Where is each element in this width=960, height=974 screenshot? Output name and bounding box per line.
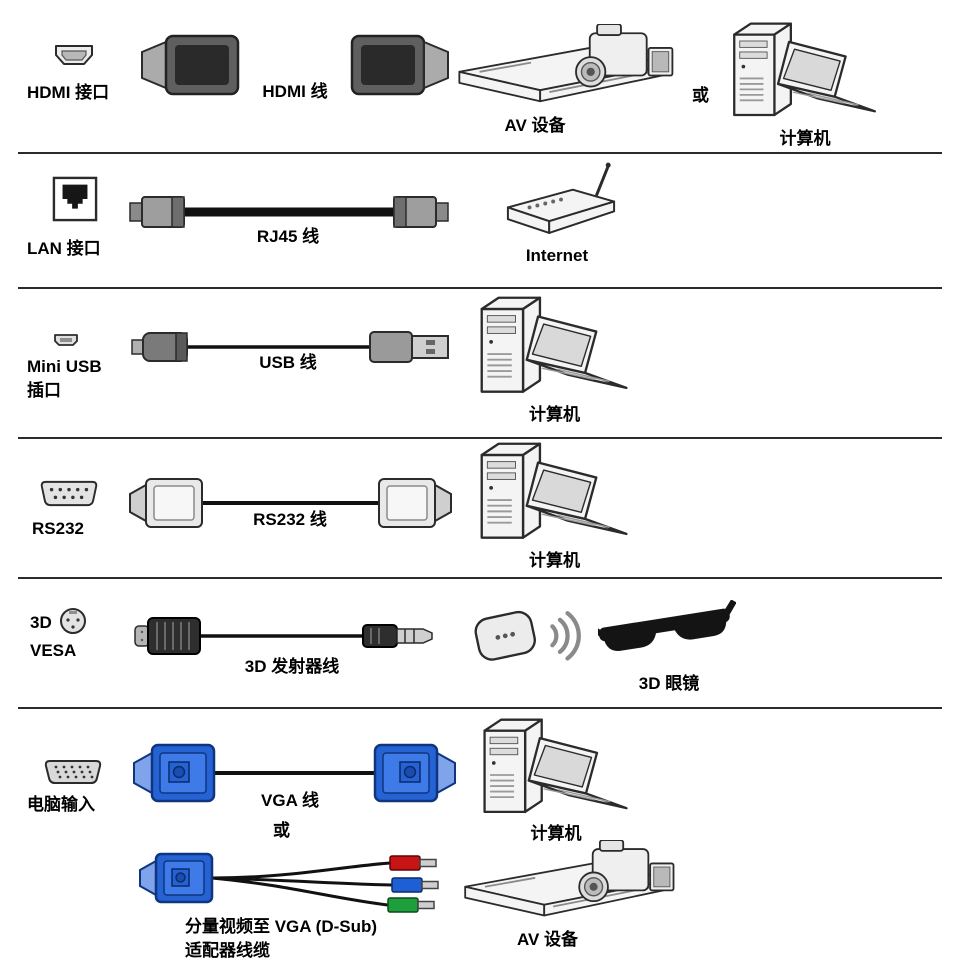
3d-vesa-port-label-line1: 3D	[30, 613, 52, 632]
row-divider	[18, 152, 942, 154]
computer-illustration	[480, 296, 628, 393]
3d-glasses-label: 3D 眼镜	[638, 674, 700, 693]
av-device-label: AV 设备	[504, 116, 566, 135]
component-adapter-label-line1: 分量视频至 VGA (D-Sub)	[185, 917, 378, 936]
rs232-port-icon	[40, 480, 98, 507]
rs232-cable-label: RS232 线	[253, 510, 327, 529]
or-label: 或	[692, 86, 709, 105]
3d-vesa-port-icon	[60, 608, 86, 634]
component-adapter-cable-illustration	[138, 852, 440, 914]
av-device-label: AV 设备	[516, 930, 579, 949]
computer-label: 计算机	[530, 824, 582, 843]
computer-illustration	[733, 22, 876, 117]
vga-port-icon	[44, 760, 102, 784]
computer-label: 计算机	[529, 551, 580, 570]
or-label: 或	[273, 821, 290, 840]
hdmi-cable-label: HDMI 线	[262, 82, 328, 101]
rj45-cable-illustration	[128, 192, 450, 232]
vga-port-label: 电脑输入	[27, 795, 95, 814]
av-device-illustration	[458, 24, 674, 103]
vga-cable-label: VGA 线	[261, 791, 319, 810]
usb-cable-label: USB 线	[259, 353, 317, 372]
hdmi-port-label: HDMI 接口	[27, 83, 110, 102]
computer-label: 计算机	[779, 129, 831, 148]
rj45-cable-label: RJ45 线	[256, 227, 320, 246]
3d-vesa-port-label-line2: VESA	[30, 641, 77, 660]
row-divider	[18, 437, 942, 439]
mini-usb-port-label-line2: 插口	[27, 381, 61, 400]
component-adapter-label-line2: 适配器线缆	[185, 941, 270, 960]
computer-illustration	[483, 718, 628, 814]
row-divider	[18, 287, 942, 289]
3d-emitter-cable-illustration	[133, 616, 434, 656]
router-illustration	[506, 161, 616, 235]
row-divider	[18, 707, 942, 709]
3d-emitter-cable-label: 3D 发射器线	[244, 657, 340, 676]
internet-label: Internet	[525, 246, 589, 265]
row-divider	[18, 577, 942, 579]
hdmi-port-icon	[55, 45, 93, 65]
mini-usb-port-icon	[54, 334, 78, 346]
computer-label: 计算机	[529, 405, 580, 424]
av-device-illustration	[464, 840, 675, 917]
computer-illustration	[480, 442, 628, 539]
3d-glasses-illustration	[598, 600, 736, 655]
mini-usb-port-label-line1: Mini USB	[27, 357, 102, 376]
lan-port-label: LAN 接口	[27, 239, 101, 258]
rs232-port-label: RS232	[32, 519, 84, 538]
3d-emitter-illustration	[460, 600, 592, 666]
lan-port-icon	[52, 176, 98, 222]
